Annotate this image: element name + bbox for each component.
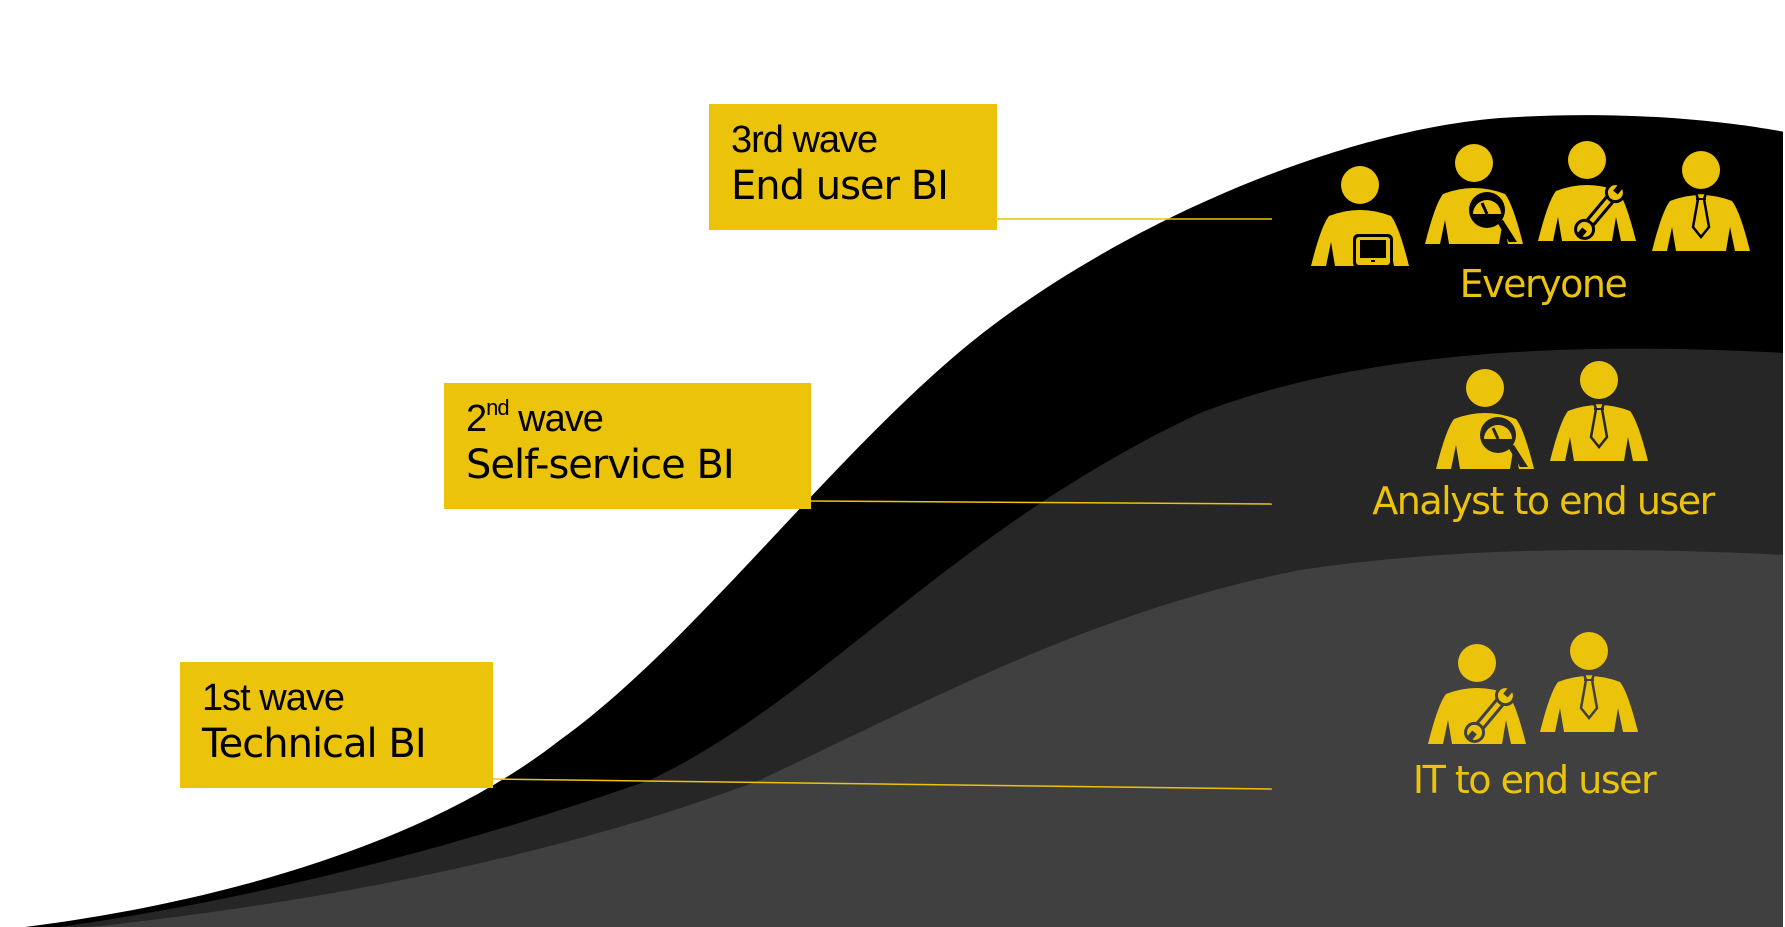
business-user-tie-icon [1550,361,1648,461]
connector-first-wave [491,778,1273,790]
third-wave-box: 3rd wave End user BI [709,104,997,230]
second-wave-subtitle: Self-service BI [466,442,735,488]
first-wave-subtitle: Technical BI [202,721,427,767]
second-wave-title: 2nd wave [466,395,604,441]
third-wave-subtitle: End user BI [731,163,949,209]
first-wave-box: 1st wave Technical BI [180,662,493,788]
second-wave-audience: Analyst to end user [1372,479,1715,523]
business-user-tie-icon [1652,151,1750,251]
first-wave-audience: IT to end user [1412,758,1657,802]
third-wave-audience: Everyone [1459,262,1628,306]
connector-second-wave [810,500,1273,505]
right-edge-strip [1783,130,1785,927]
technician-wrench-icon [1538,141,1636,241]
business-user-tie-icon [1540,632,1638,732]
first-wave-title: 1st wave [202,677,345,719]
analyst-gauge-icon [1436,369,1534,469]
band-first-wave [90,549,1785,927]
technician-wrench-icon [1428,644,1526,744]
second-wave-box: 2nd wave Self-service BI [444,383,811,509]
analyst-gauge-icon [1425,144,1523,244]
third-wave-title: 3rd wave [731,119,878,161]
user-tablet-icon [1311,166,1409,268]
